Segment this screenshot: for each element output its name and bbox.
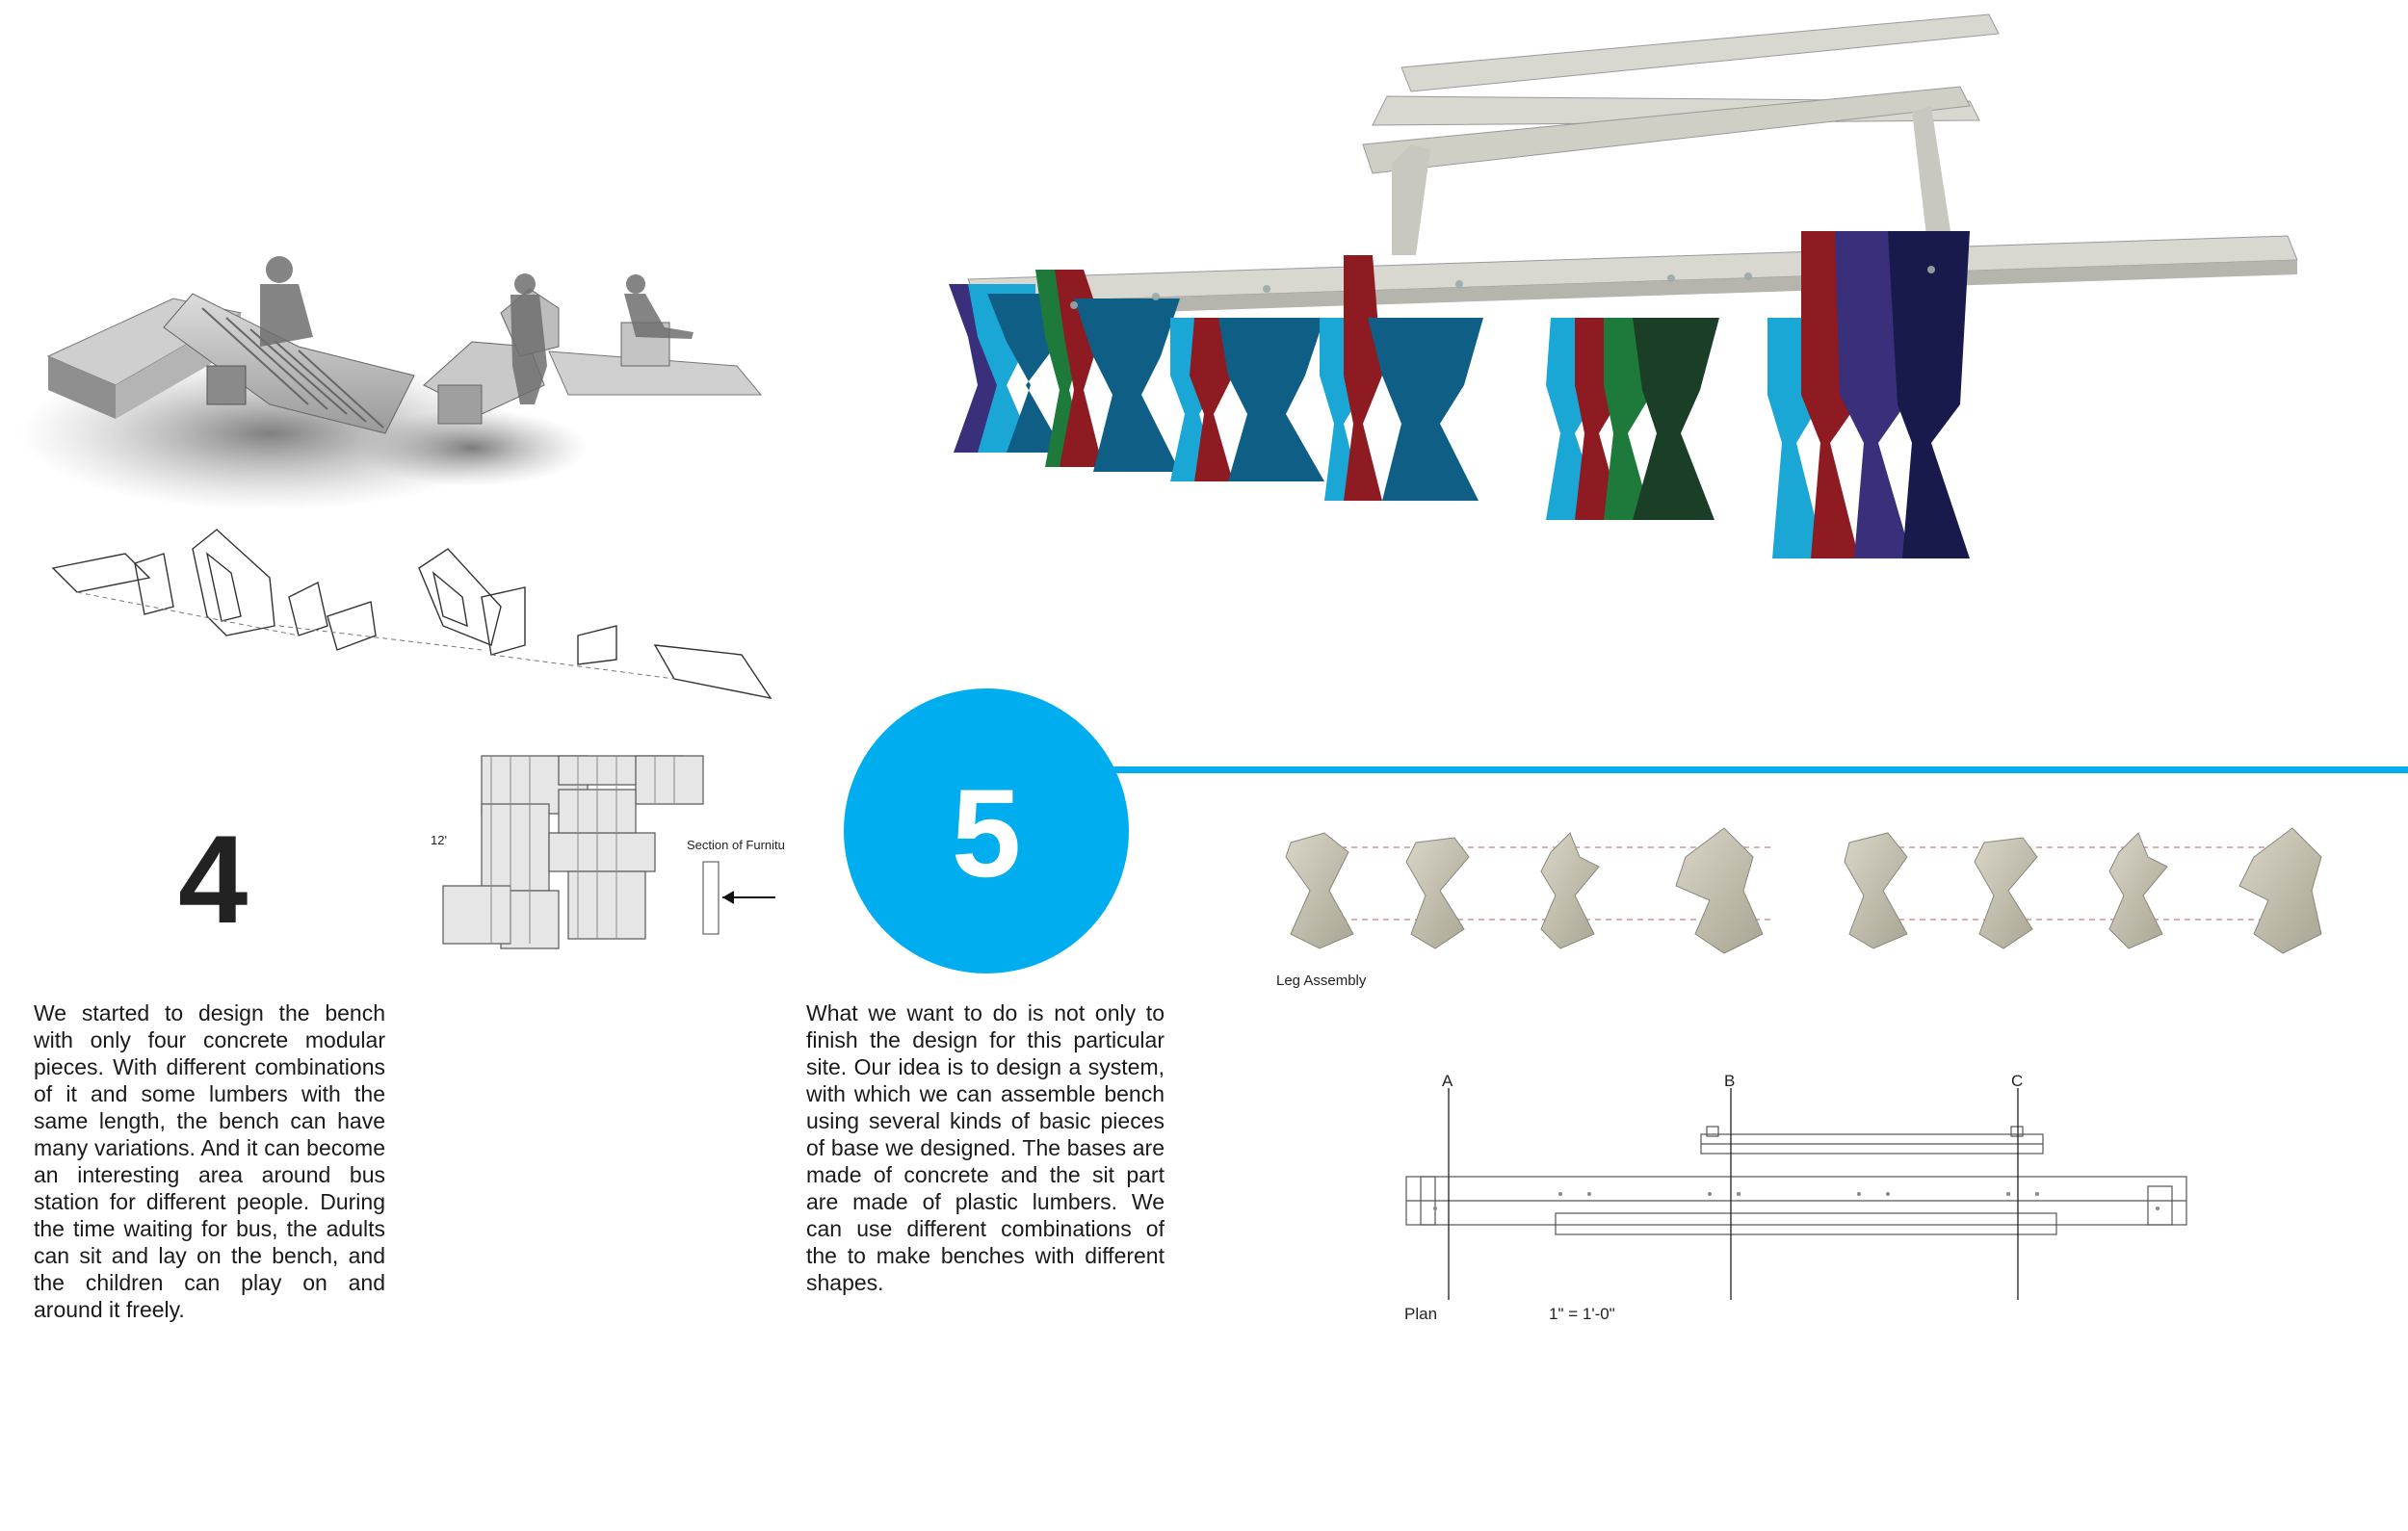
colored-bench-render (949, 13, 2298, 558)
plan-marker-c: C (2011, 1072, 2024, 1090)
bench-leg-2 (1035, 270, 1180, 472)
bench-leg-4 (1320, 255, 1483, 501)
section-number-4: 4 (178, 809, 249, 949)
section-label: Section of Furnitu (687, 838, 785, 852)
plan-marker-a: A (1442, 1072, 1453, 1090)
plan-label: Plan (1404, 1305, 1438, 1323)
leg-assembly-caption: Leg Assembly (1276, 973, 1367, 989)
section5-paragraph: What we want to do is not only to finish… (806, 1000, 1165, 1295)
section-of-furniture-drawing (442, 755, 775, 949)
plan-marker-b: B (1724, 1072, 1736, 1090)
bench-leg-5 (1546, 318, 1719, 520)
section-divider-line (1079, 766, 2408, 773)
modular-bench-render (19, 256, 763, 510)
bench-leg-3 (1170, 318, 1324, 481)
plan-scale: 1" = 1'-0" (1549, 1305, 1615, 1323)
plan-drawing (1405, 1088, 2187, 1300)
bench-leg-6 (1767, 231, 1970, 558)
leg-assembly-illustration (1285, 827, 2322, 954)
section-number-5: 5 (951, 763, 1022, 903)
exploded-pieces-drawing (51, 529, 772, 700)
section5-circle (844, 688, 1129, 973)
dimension-label: 12' (431, 833, 447, 847)
section4-paragraph: We started to design the bench with only… (34, 1000, 385, 1322)
